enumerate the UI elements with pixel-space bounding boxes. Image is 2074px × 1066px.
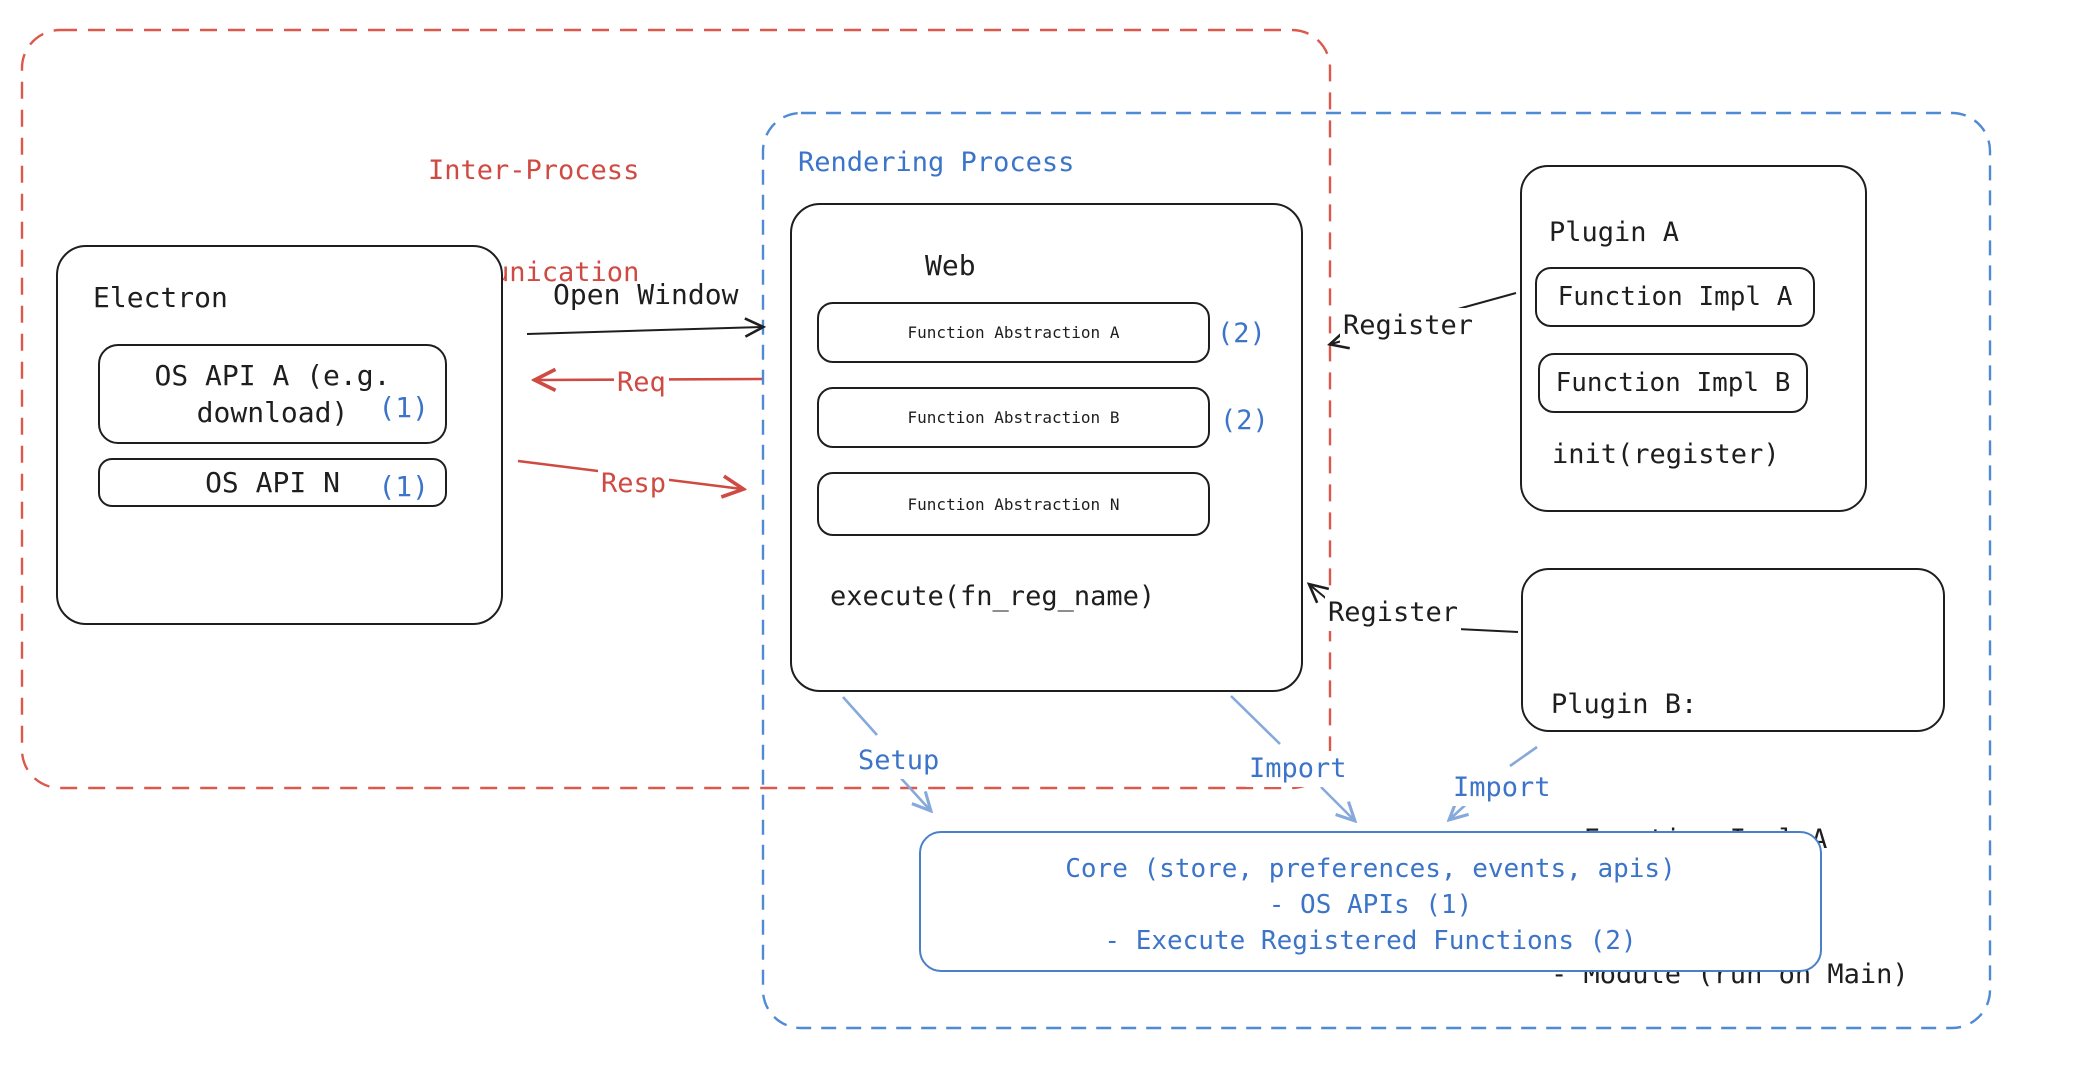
import-label-1: Import <box>1246 751 1350 787</box>
plugin-b-title: Plugin B: <box>1551 689 1698 720</box>
import-arrow-2-tail <box>1509 745 1538 768</box>
function-abstraction-n-box: Function Abstraction N <box>817 472 1210 536</box>
import-arrow-1 <box>1320 786 1354 820</box>
os-api-a-line2: download) <box>196 396 349 429</box>
open-window-label: Open Window <box>553 278 739 311</box>
plugin-b-lines: Plugin B: - Function Impl A - Module (ru… <box>1551 592 1909 1066</box>
setup-label: Setup <box>855 743 943 779</box>
core-line-3: - Execute Registered Functions (2) <box>1104 926 1637 956</box>
init-register-label: init(register) <box>1552 439 1780 470</box>
os-api-n-badge: (1) <box>378 470 429 503</box>
plugin-a-title: Plugin A <box>1549 217 1680 248</box>
plugin-b-box <box>1521 568 1945 732</box>
function-abstraction-a-box: Function Abstraction A <box>817 302 1210 363</box>
setup-arrow <box>898 775 930 810</box>
function-impl-b-label: Function Impl B <box>1555 368 1791 398</box>
function-abstraction-b-badge: (2) <box>1220 405 1269 436</box>
ipc-label-line1: Inter-Process <box>428 155 640 186</box>
register-label-2: Register <box>1325 595 1462 631</box>
core-box: Core (store, preferences, events, apis) … <box>919 831 1822 972</box>
core-line-1: Core (store, preferences, events, apis) <box>1065 854 1676 884</box>
function-abstraction-a-badge: (2) <box>1217 318 1266 349</box>
function-abstraction-b-box: Function Abstraction B <box>817 387 1210 448</box>
function-impl-a-box: Function Impl A <box>1535 267 1815 327</box>
os-api-a-line1: OS API A (e.g. <box>154 359 391 392</box>
function-impl-a-label: Function Impl A <box>1557 282 1793 312</box>
rendering-process-label: Rendering Process <box>798 147 1075 178</box>
function-abstraction-n-label: Function Abstraction N <box>907 494 1120 514</box>
plugin-a-box <box>1520 165 1867 512</box>
function-abstraction-b-label: Function Abstraction B <box>907 408 1120 427</box>
rendering-boundary <box>761 111 1992 1030</box>
os-api-a-box: OS API A (e.g. download) (1) <box>98 344 447 444</box>
os-api-a-badge: (1) <box>378 391 429 424</box>
setup-arrow-tail <box>842 696 878 736</box>
os-api-n-box: OS API N (1) <box>98 458 447 507</box>
web-title: Web <box>925 249 976 282</box>
req-label: Req <box>614 365 669 401</box>
open-window-arrow <box>526 327 762 334</box>
os-api-n-label: OS API N <box>205 466 340 499</box>
import-arrow-1-tail <box>1230 695 1281 745</box>
import-label-2: Import <box>1450 770 1554 806</box>
core-line-2: - OS APIs (1) <box>1268 890 1473 920</box>
execute-label: execute(fn_reg_name) <box>830 581 1156 612</box>
ipc-boundary <box>20 28 1332 790</box>
register-label-1: Register <box>1340 308 1477 344</box>
resp-label: Resp <box>598 466 670 502</box>
function-impl-b-box: Function Impl B <box>1538 353 1808 413</box>
electron-title: Electron <box>93 281 228 314</box>
function-abstraction-a-label: Function Abstraction A <box>907 323 1120 342</box>
